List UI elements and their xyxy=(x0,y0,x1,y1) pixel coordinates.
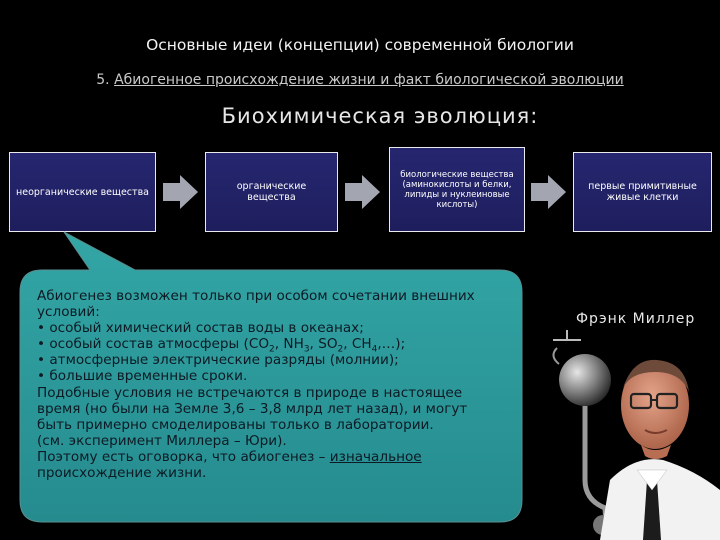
subtitle-text: Абиогенное происхождение жизни и факт би… xyxy=(114,72,624,88)
portrait-photo xyxy=(545,330,720,540)
flow-box-cells: первые примитивные живые клетки xyxy=(573,152,712,232)
arrow-right-icon xyxy=(531,175,566,209)
flow-box-biological: биологические вещества (аминокислоты и б… xyxy=(389,147,525,232)
arrow-right-icon xyxy=(163,175,198,209)
callout-text: Абиогенез возможен только при особом соч… xyxy=(37,288,475,482)
subtitle-number: 5. xyxy=(96,72,110,88)
flow-box-inorganic: неорганические вещества xyxy=(9,152,156,232)
arrow-right-icon xyxy=(345,175,380,209)
portrait-caption: Фрэнк Миллер xyxy=(576,311,696,327)
flow-box-organic: органические вещества xyxy=(205,152,338,232)
slide-title: Основные идеи (концепции) современной би… xyxy=(146,36,574,54)
slide-subtitle: 5. Абиогенное происхождение жизни и факт… xyxy=(0,72,720,88)
section-heading: Биохимическая эволюция: xyxy=(221,104,539,128)
